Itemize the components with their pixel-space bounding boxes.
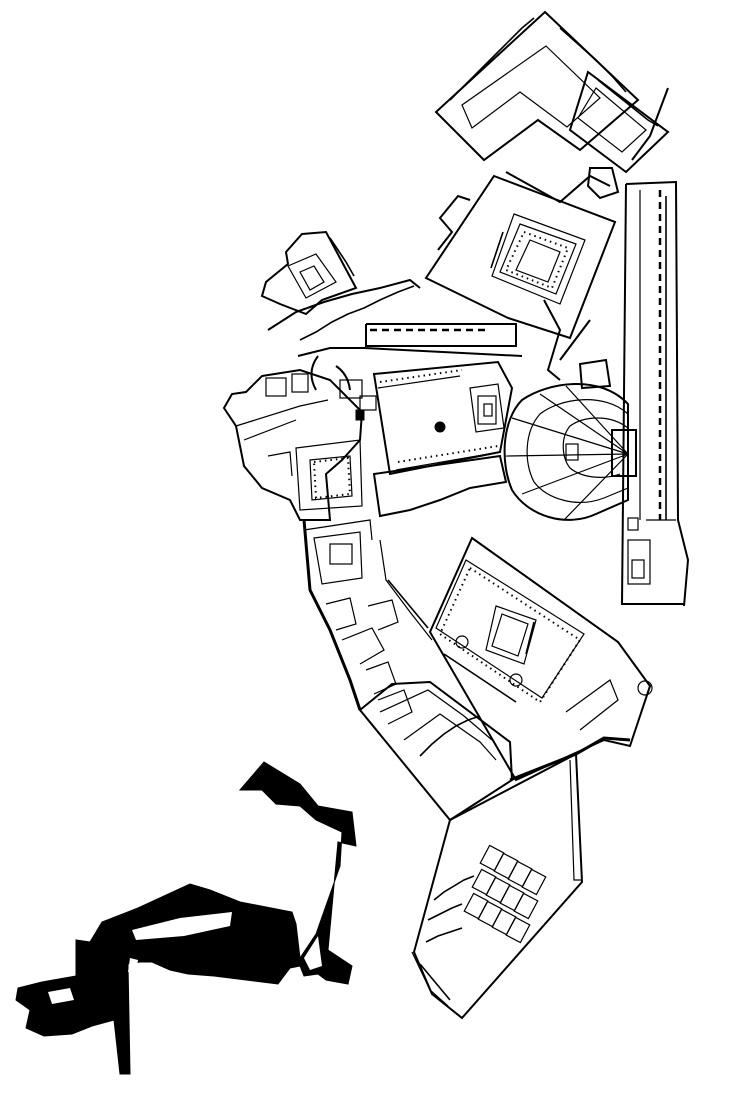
theatre <box>503 358 637 521</box>
east-stoa <box>620 180 690 607</box>
south-west-houses <box>302 519 433 725</box>
black-silhouette <box>15 761 357 1075</box>
harbour-zone <box>411 752 584 1020</box>
south-block <box>358 680 631 881</box>
west-houses <box>222 368 377 541</box>
west-courtyard-building <box>260 230 421 341</box>
temple-precinct <box>424 174 617 381</box>
house-grid <box>463 844 547 944</box>
north-enclosure <box>434 10 670 204</box>
lower-precinct <box>428 536 653 782</box>
central-court <box>372 360 514 518</box>
approach-passage <box>297 323 523 391</box>
altar-marker <box>434 421 446 433</box>
